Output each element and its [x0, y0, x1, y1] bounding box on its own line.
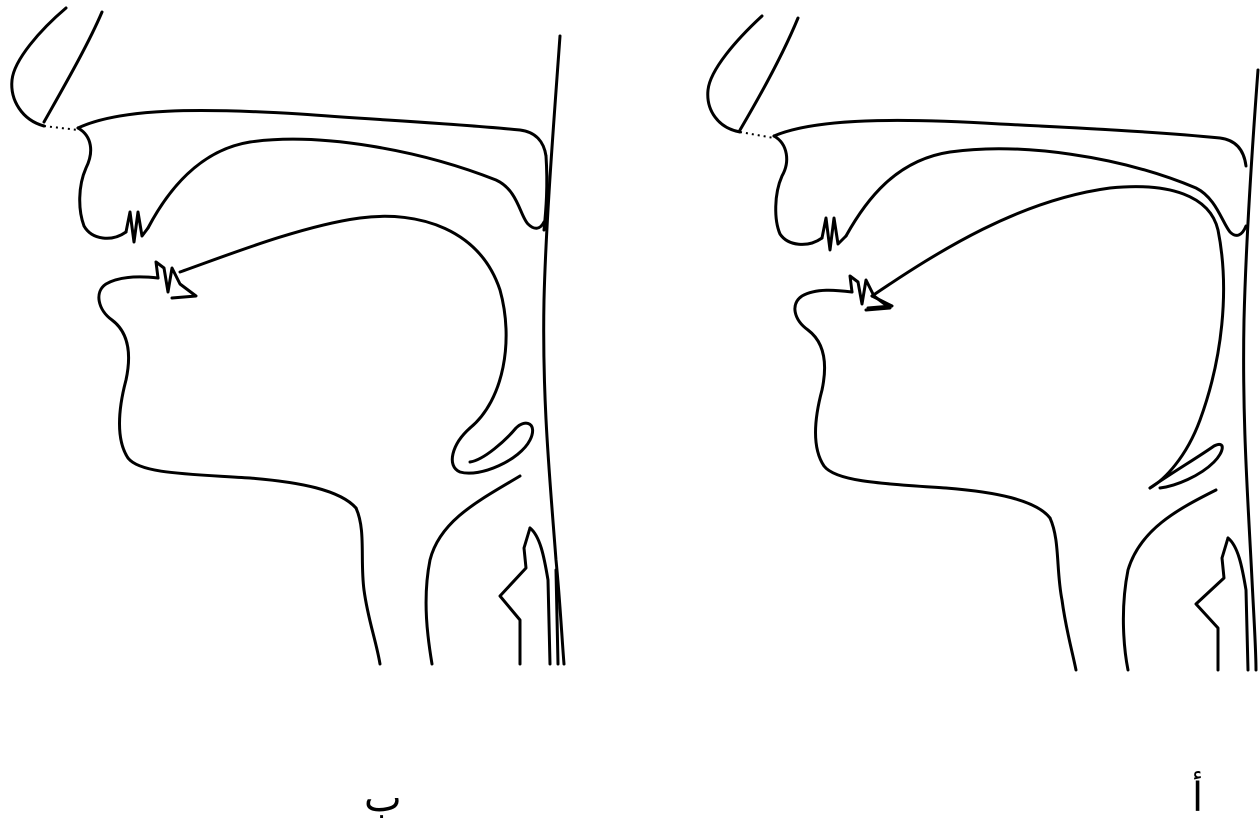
larynx-front: [1123, 490, 1216, 670]
panel-caption-right: أ: [1192, 778, 1203, 818]
nose-outline: [12, 8, 66, 126]
lower-lip: [795, 290, 1050, 518]
nose-bridge-line: [44, 12, 102, 122]
hard-palate: [148, 139, 544, 228]
nasal-cavity-roof: [774, 120, 1246, 166]
neck-front: [1050, 518, 1076, 670]
nostril-dotted: [740, 132, 774, 138]
panel-caption-left: ب: [364, 778, 402, 818]
tongue-surface: [872, 187, 1224, 488]
lower-incisor: [850, 276, 890, 310]
vocal-tract-panel-left: [12, 8, 564, 664]
hard-palate: [846, 149, 1246, 236]
upper-lip: [78, 128, 126, 238]
larynx-front: [426, 476, 520, 664]
nose-bridge-line: [740, 18, 798, 130]
nostril-dotted: [44, 126, 78, 130]
vocal-fold-inner: [530, 528, 550, 664]
upper-incisor: [126, 212, 148, 242]
vocal-folds: [500, 528, 530, 664]
epiglottis: [452, 423, 532, 473]
lower-lip: [99, 277, 356, 508]
nose-outline: [708, 16, 762, 132]
neck-front: [356, 508, 380, 664]
nasal-cavity-roof: [78, 111, 546, 156]
upper-incisor: [822, 218, 846, 250]
vocal-folds: [1196, 538, 1228, 670]
tongue-surface: [180, 216, 506, 428]
vocal-fold-inner: [1228, 538, 1248, 670]
upper-lip: [774, 136, 822, 244]
trachea-back: [556, 570, 558, 664]
vocal-tract-panel-right: [708, 16, 1258, 670]
